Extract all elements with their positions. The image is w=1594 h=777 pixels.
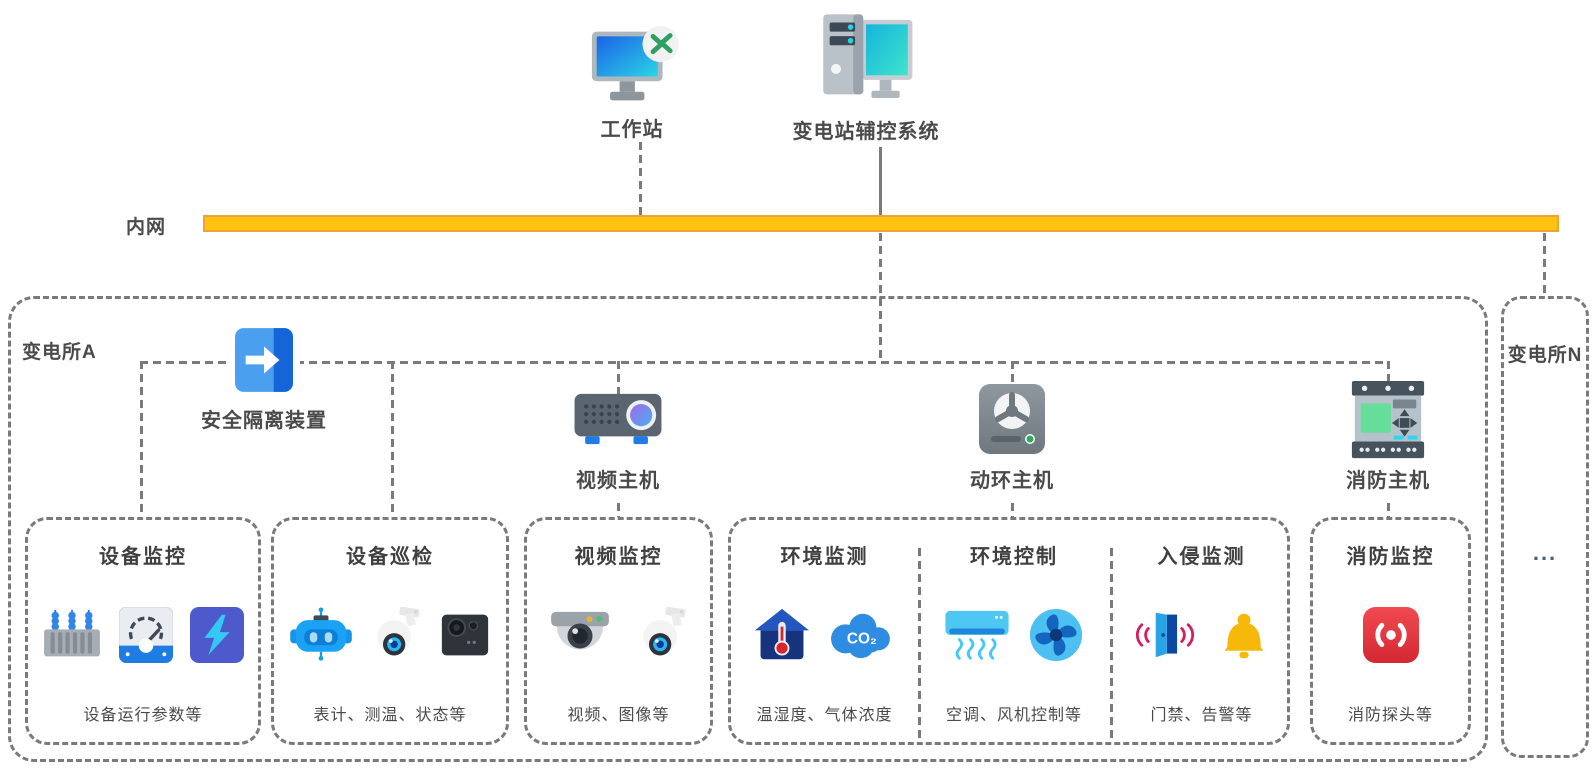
air-conditioner-icon [945, 609, 1009, 661]
group-video-monitor-caption: 视频、图像等 [567, 707, 670, 724]
aux-system-icon [816, 8, 916, 108]
section-env-monitor-title: 环境监测 [780, 546, 869, 568]
group-fire-monitor-icons [1362, 569, 1419, 701]
station-a-label: 变电所A [22, 342, 97, 363]
internal-bus-line [140, 361, 1390, 364]
co2-text: CO₂ [846, 631, 876, 648]
group-device-patrol-icons [290, 569, 490, 701]
group-fire-monitor-caption: 消防探头等 [1347, 707, 1433, 724]
section-env-monitor-icons: CO₂ [754, 569, 896, 701]
connector-bus-device-monitor [140, 361, 143, 518]
robot-icon [290, 607, 352, 663]
ptz-camera-icon [635, 606, 689, 664]
connector-bus-env-host [1011, 361, 1014, 386]
connector-intranet-station-n [1543, 233, 1546, 297]
door-sensor-icon [1134, 609, 1196, 661]
connector-video-host-box [617, 503, 620, 518]
section-intrusion-title: 入侵监测 [1157, 546, 1246, 568]
station-n-ellipsis: ... [1532, 540, 1558, 565]
group-device-monitor-icons [42, 569, 244, 701]
fire-host-label: 消防主机 [1346, 470, 1430, 492]
station-n-container [1501, 296, 1589, 758]
ptz-camera-icon [369, 606, 423, 664]
group-video-monitor-icons [549, 569, 689, 701]
connector-auxsystem-intranet [879, 147, 882, 216]
hdd-fan-icon [977, 384, 1047, 456]
divider-env-control-intrusion [1110, 548, 1113, 742]
connector-env-host-box [1011, 503, 1014, 518]
projector-icon [572, 391, 664, 447]
fan-icon [1029, 608, 1083, 662]
section-env-monitor: 环境监测 [731, 520, 918, 742]
group-fire-monitor: 消防监控 消防探头等 [1310, 517, 1471, 745]
group-device-patrol-title: 设备巡检 [346, 546, 434, 568]
connector-bus-fire-host [1387, 361, 1390, 383]
connector-bus-video-host [617, 361, 620, 397]
alarm-bell-icon [1218, 608, 1270, 662]
video-host-label: 视频主机 [576, 470, 660, 492]
connector-bus-device-patrol [391, 361, 394, 518]
intranet-label: 内网 [125, 217, 167, 238]
group-environment-container: 环境监测 [728, 517, 1290, 745]
box-camera-icon [440, 610, 490, 660]
group-device-monitor: 设备监控 [25, 517, 261, 745]
group-device-patrol-caption: 表计、测温、状态等 [313, 707, 467, 724]
divider-env-monitor-control [918, 548, 921, 742]
fire-detector-icon [1362, 607, 1419, 663]
section-intrusion-icons [1134, 569, 1270, 701]
transformer-icon [42, 608, 102, 662]
co2-cloud-icon: CO₂ [822, 608, 896, 662]
connector-fire-host-box [1387, 503, 1390, 518]
gauge-icon [119, 607, 173, 663]
isolation-device-label: 安全隔离装置 [201, 410, 327, 432]
group-video-monitor-title: 视频监控 [574, 546, 663, 568]
group-device-monitor-caption: 设备运行参数等 [83, 707, 203, 724]
group-fire-monitor-title: 消防监控 [1346, 546, 1435, 568]
env-host-label: 动环主机 [970, 470, 1054, 492]
section-env-monitor-caption: 温湿度、气体浓度 [756, 707, 893, 724]
section-intrusion: 入侵监测 [1110, 520, 1293, 742]
connector-workstation-intranet [639, 142, 642, 216]
section-env-control-icons [945, 569, 1083, 701]
intranet-bus-bar [203, 215, 1559, 232]
house-thermometer-icon [754, 607, 810, 663]
fire-control-panel-icon [1351, 381, 1425, 461]
group-video-monitor: 视频监控 [524, 517, 713, 745]
dome-camera-icon [549, 609, 611, 661]
section-env-control-title: 环境控制 [970, 546, 1058, 568]
station-a-container [8, 296, 1488, 762]
workstation-label: 工作站 [600, 119, 664, 141]
workstation-icon [584, 24, 680, 108]
aux-system-label: 变电站辅控系统 [792, 121, 940, 143]
section-env-control: 环境控制 [918, 520, 1110, 742]
group-device-patrol: 设备巡检 [271, 517, 509, 745]
station-n-label: 变电所N [1507, 345, 1583, 366]
isolation-device-icon [228, 322, 300, 398]
group-device-monitor-title: 设备监控 [99, 546, 187, 568]
section-intrusion-caption: 门禁、告警等 [1150, 707, 1253, 724]
lightning-icon [190, 607, 244, 663]
section-env-control-caption: 空调、风机控制等 [945, 707, 1082, 724]
